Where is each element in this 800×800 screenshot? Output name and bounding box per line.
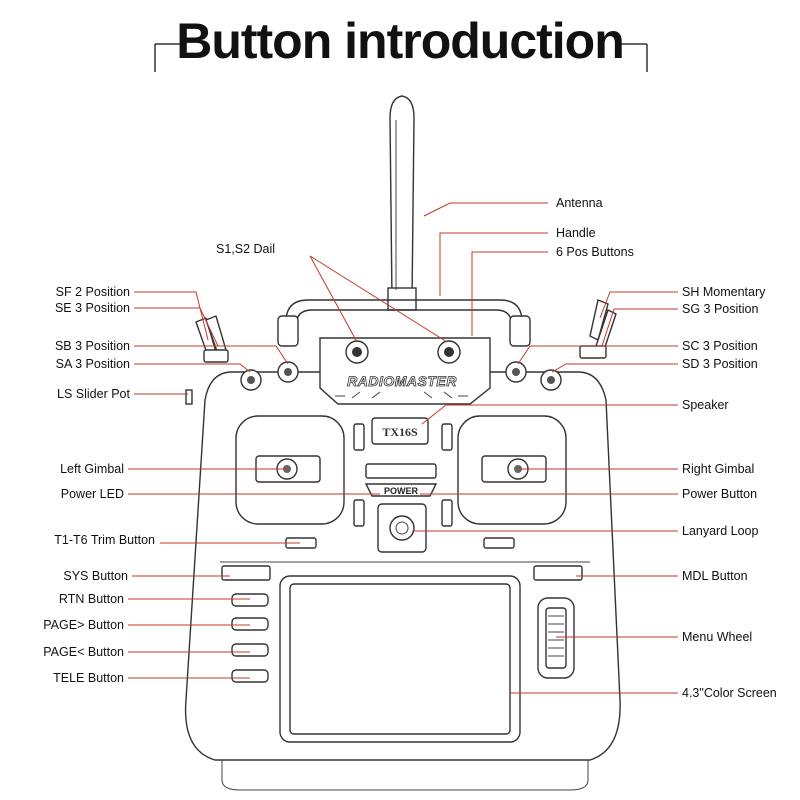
menu-wheel[interactable] (545, 607, 567, 669)
title-group: Button introduction (154, 13, 648, 72)
leader-s1 (309, 255, 358, 343)
label-right-gimbal: Right Gimbal (682, 462, 754, 476)
trim-t2[interactable] (483, 537, 515, 549)
handle-outer (285, 299, 523, 345)
label-color-screen: 4.3"Color Screen (682, 686, 777, 700)
label-sys-button: SYS Button (63, 569, 128, 583)
leader-se (134, 307, 219, 347)
label-page-prev: PAGE< Button (43, 645, 124, 659)
antenna-base (387, 287, 417, 311)
handle-left-mount (277, 315, 299, 347)
brand-arrows (335, 391, 468, 399)
label-speaker: Speaker (682, 398, 729, 412)
left-top-switches[interactable] (195, 315, 229, 363)
leader-handle (439, 232, 548, 296)
label-handle: Handle (556, 226, 596, 240)
power-text: POWER (384, 486, 419, 496)
left-switch-base (203, 349, 229, 363)
antenna-shape (389, 95, 415, 301)
s2-dial-cap (444, 347, 454, 357)
label-left-gimbal: Left Gimbal (60, 462, 124, 476)
lanyard-loop-hole (395, 521, 409, 535)
mdl-button[interactable] (533, 565, 583, 581)
transmitter-drawing: RADIOMASTER TX16S (184, 95, 621, 791)
label-rtn-button: RTN Button (59, 592, 124, 606)
leader-lines (128, 202, 678, 694)
label-sf: SF 2 Position (56, 285, 130, 299)
label-power-led: Power LED (61, 487, 124, 501)
page-title: Button introduction (176, 13, 624, 69)
leader-sd (551, 363, 678, 373)
handle-right-mount (509, 315, 531, 347)
sb-switch-cap (284, 368, 292, 376)
speaker-grille (371, 417, 429, 445)
label-sb: SB 3 Position (55, 339, 130, 353)
label-sc: SC 3 Position (682, 339, 758, 353)
leader-6pos (471, 251, 548, 336)
ls-slider-pot[interactable] (185, 389, 193, 405)
color-screen[interactable] (289, 583, 511, 735)
label-menu-wheel: Menu Wheel (682, 630, 752, 644)
leader-s2 (309, 255, 448, 343)
s1-dial-cap (352, 347, 362, 357)
sys-button[interactable] (221, 565, 271, 581)
label-tele-button: TELE Button (53, 671, 124, 685)
label-power-button: Power Button (682, 487, 757, 501)
label-mdl-button: MDL Button (682, 569, 748, 583)
leader-sb (134, 345, 289, 365)
model-text: TX16S (382, 425, 418, 439)
labels: Antenna Handle 6 Pos Buttons S1,S2 Dail … (43, 196, 777, 700)
trim-t4[interactable] (441, 423, 453, 451)
tele-button[interactable] (231, 669, 269, 683)
leader-sh (599, 291, 678, 319)
power-button[interactable] (364, 483, 438, 497)
label-lanyard-loop: Lanyard Loop (682, 524, 759, 538)
lanyard-loop[interactable] (389, 515, 415, 541)
page-next-button[interactable] (231, 617, 269, 631)
leader-sc (517, 345, 678, 365)
leader-sg (601, 308, 678, 347)
brand-text: RADIOMASTER (347, 373, 457, 389)
label-trim-button: T1-T6 Trim Button (54, 533, 155, 547)
page-prev-button[interactable] (231, 643, 269, 657)
rtn-button[interactable] (231, 593, 269, 607)
label-sh: SH Momentary (682, 285, 766, 299)
label-sa: SA 3 Position (56, 357, 130, 371)
label-sd: SD 3 Position (682, 357, 758, 371)
label-page-next: PAGE> Button (43, 618, 124, 632)
label-ls-slider: LS Slider Pot (57, 387, 130, 401)
label-sg: SG 3 Position (682, 302, 758, 316)
sc-switch-cap (512, 368, 520, 376)
label-s1-s2-dial: S1,S2 Dail (216, 242, 275, 256)
right-switch-base (579, 345, 607, 359)
leader-sa (134, 363, 251, 373)
sa-switch-cap (247, 376, 255, 384)
right-top-switches[interactable] (579, 299, 617, 359)
label-6pos-buttons: 6 Pos Buttons (556, 245, 634, 259)
menu-wheel-ridges (548, 615, 564, 657)
label-antenna: Antenna (556, 196, 603, 210)
brand-plate (319, 337, 491, 405)
leader-sf (134, 291, 209, 341)
leader-speaker (421, 404, 678, 425)
trim-t5[interactable] (353, 499, 365, 527)
trim-t3[interactable] (353, 423, 365, 451)
sd-switch-cap (547, 376, 555, 384)
body-bottom-grip (221, 760, 589, 791)
leader-antenna (423, 202, 548, 217)
trim-t6[interactable] (441, 499, 453, 527)
label-se: SE 3 Position (55, 301, 130, 315)
power-led (365, 463, 437, 479)
